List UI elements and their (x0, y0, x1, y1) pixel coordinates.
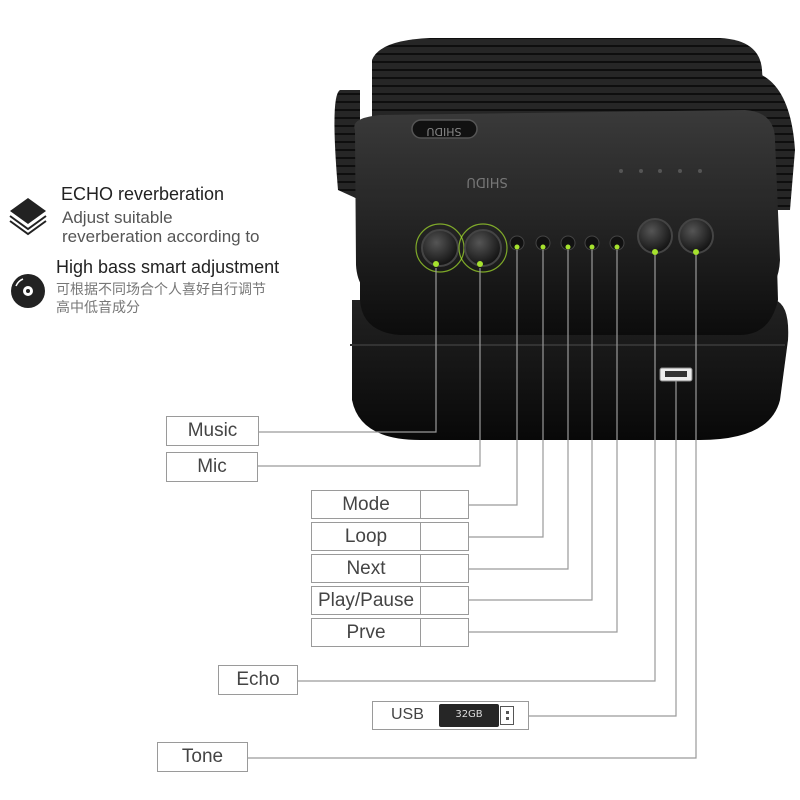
bass-feature-title: High bass smart adjustment (56, 257, 280, 277)
usb-port (659, 367, 693, 382)
music-knob (415, 223, 465, 273)
mode-label: Mode (311, 490, 421, 519)
echo-knob (637, 218, 673, 255)
disc-icon (11, 274, 45, 308)
prev-label: Prve (311, 618, 421, 647)
tone-knob (678, 218, 714, 255)
play-pause-icon-box (421, 586, 469, 615)
usb-callout: USB 32GB (372, 701, 529, 730)
music-label: Music (166, 416, 259, 446)
loop-label: Loop (311, 522, 421, 551)
status-leds (619, 169, 702, 173)
echo-feature-title: ECHO reverberation (61, 184, 225, 204)
bass-feature-cn1: 可根据不同场合个人喜好自行调节 (56, 281, 266, 297)
usb-stick-icon: 32GB (439, 704, 499, 727)
brand-badge (411, 119, 478, 139)
echo-label: Echo (218, 665, 298, 695)
mode-callout: Mode (311, 490, 469, 519)
bass-feature-cn2: 高中低音成分 (56, 299, 140, 315)
usb-connector-icon (500, 706, 514, 725)
prev-callout: Prve (311, 618, 469, 647)
echo-feature-line2: reverberation according to (62, 227, 260, 246)
next-callout: Next (311, 554, 469, 583)
brand-text: SHIDU (466, 174, 507, 189)
usb-size-label: 32GB (455, 709, 483, 720)
next-icon-box (421, 554, 469, 583)
next-label: Next (311, 554, 421, 583)
loop-callout: Loop (311, 522, 469, 551)
play-pause-callout: Play/Pause (311, 586, 469, 615)
svg-text:SHIDU: SHIDU (426, 125, 461, 138)
echo-feature-line1: Adjust suitable (62, 208, 173, 227)
speaker-front-panel (360, 195, 778, 335)
usb-label: USB (391, 706, 424, 723)
loop-icon-box (421, 522, 469, 551)
prev-icon-box (421, 618, 469, 647)
mic-knob (458, 223, 508, 273)
layers-icon (9, 198, 47, 236)
mode-icon-box (421, 490, 469, 519)
play-pause-label: Play/Pause (311, 586, 421, 615)
left-grille (334, 90, 360, 200)
mic-label: Mic (166, 452, 258, 482)
leader-lines (248, 250, 697, 759)
tone-label: Tone (157, 742, 248, 772)
